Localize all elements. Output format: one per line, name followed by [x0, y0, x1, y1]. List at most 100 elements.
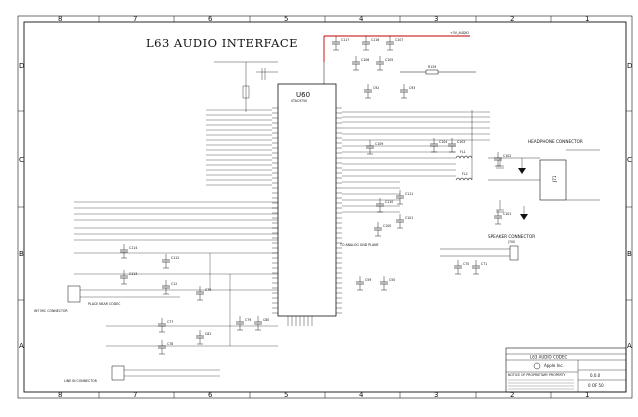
cap-bottom-c81-label: C81 — [205, 332, 211, 336]
cap-bottom-1-label: C78 — [167, 342, 173, 346]
cap-right-0-label: C104 — [439, 140, 447, 144]
cap-bottom-2-label: C79 — [245, 318, 251, 322]
cap-br-0-label: C70 — [463, 262, 469, 266]
cap-bl-1: C113 — [120, 270, 137, 285]
chip-pins-right — [336, 107, 342, 314]
inductor-fl1-label: FL1 — [460, 150, 466, 154]
col-label-bottom-6: 6 — [208, 391, 213, 399]
speaker-connector: SPEAKER CONNECTOR J700 — [440, 234, 535, 261]
cap-top-1: C116 — [362, 36, 379, 51]
headphone-connector-label: HEADPHONE CONNECTOR — [528, 139, 583, 144]
headphone-connector: HEADPHONE CONNECTOR J71 — [488, 139, 600, 220]
cap-bl-0: C114 — [120, 244, 137, 259]
cap-br-1-label: C71 — [481, 262, 487, 266]
sheet-title: L63 AUDIO INTERFACE — [146, 36, 298, 50]
codec-chip-refdes: U60 — [296, 91, 310, 99]
cap-top-4: C105 — [376, 56, 393, 71]
col-label-bottom-3: 3 — [434, 391, 438, 399]
chip-pins-left — [272, 107, 278, 314]
cap-top-0-label: C117 — [341, 38, 349, 42]
cap-mid-1-label: C110 — [385, 200, 393, 204]
cap-top-3: C106 — [352, 56, 369, 71]
apple-logo-icon — [533, 362, 541, 370]
title-block: L63 AUDIO CODEC Apple Inc. NOTICE OF PRO… — [505, 347, 627, 393]
cap-bottom-c81: C81 — [196, 330, 211, 345]
col-label-bottom-8: 8 — [58, 391, 62, 399]
cap-mid-3-label: C101 — [405, 216, 413, 220]
cap-right-3-label: C101 — [503, 212, 511, 216]
inductor-fl2-label: FL2 — [462, 172, 468, 176]
col-label-bottom-7: 7 — [133, 391, 137, 399]
row-label-right-b: B — [627, 250, 632, 258]
inductor-fl1: FL1 — [455, 150, 473, 159]
cap-top-c93-label: C93 — [409, 86, 415, 90]
cap-bottom-1: C78 — [158, 340, 173, 355]
col-label-top-3: 3 — [434, 15, 438, 23]
cap-mid-0: C109 — [366, 140, 383, 155]
cap-mid-3: C101 — [396, 214, 413, 229]
cap-top-4-label: C105 — [385, 58, 393, 62]
cap-mid-4-label: C100 — [383, 224, 391, 228]
title-block-rev: 0.0.0 — [590, 373, 601, 378]
cap-mid-4: C100 — [374, 222, 391, 237]
left-long-nets — [74, 201, 278, 347]
col-label-top-8: 8 — [58, 15, 62, 23]
col-label-bottom-1: 1 — [585, 391, 589, 399]
cap-br-0: C70 — [454, 260, 469, 275]
speaker-connector-ref: J700 — [507, 240, 515, 244]
cap-cr-0: C59 — [356, 276, 371, 291]
cap-bottom-c80: C80 — [254, 316, 269, 331]
note-analog-gnd: TO ANALOG GND PLANE — [339, 243, 379, 247]
headphone-connector-ref: J71 — [552, 175, 557, 183]
col-label-top-7: 7 — [133, 15, 137, 23]
cap-cr-1: C50 — [380, 276, 395, 291]
row-label-right-a: A — [627, 342, 632, 350]
cap-bl-2: C112 — [162, 254, 179, 269]
col-label-bottom-4: 4 — [359, 391, 364, 399]
top-left-network — [214, 61, 278, 112]
frame-inner — [23, 21, 627, 393]
power-net-label: +3V_AUDIO — [450, 31, 469, 35]
cap-bottom-c80-label: C80 — [263, 318, 269, 322]
title-block-drawing-title: L63 AUDIO CODEC — [530, 355, 567, 360]
cap-mid-2: C111 — [396, 190, 413, 205]
cap-right-1: C103 — [448, 138, 465, 153]
row-label-left-a: A — [19, 342, 24, 350]
line-in-connector: LINE IN CONNECTOR — [64, 365, 220, 383]
row-label-left-d: D — [19, 62, 24, 70]
bottom-right-capacitors: C70 C71 — [454, 260, 487, 275]
cap-bl-3: C12 — [162, 280, 177, 295]
cap-mid-2-label: C111 — [405, 192, 413, 196]
cap-top-c93: C93 — [400, 84, 415, 99]
cap-top-c92-label: C92 — [373, 86, 379, 90]
cap-top-0: C117 — [332, 36, 349, 51]
frame-outer — [17, 15, 633, 399]
cap-cr-1-label: C50 — [389, 278, 395, 282]
col-label-top-5: 5 — [284, 15, 288, 23]
chip-pins-bottom — [287, 316, 313, 326]
resistor-r129: R129 — [400, 65, 476, 75]
cap-mid-0-label: C109 — [375, 142, 383, 146]
cap-right-1-label: C103 — [457, 140, 465, 144]
cap-cr-0-label: C59 — [365, 278, 371, 282]
left-signal-bus — [206, 109, 272, 186]
col-label-top-6: 6 — [208, 15, 213, 23]
row-label-right-d: D — [627, 62, 632, 70]
cap-bl-2-label: C112 — [171, 256, 179, 260]
int-mic-connector: INT MIC CONNECTOR — [34, 285, 278, 313]
cap-right-0: C104 — [430, 138, 447, 153]
resistor-r129-label: R129 — [428, 65, 436, 69]
cap-bottom-0-label: C77 — [167, 320, 173, 324]
cap-bl-3-label: C12 — [171, 282, 177, 286]
cap-right-2-label: C102 — [503, 154, 511, 158]
row-label-left-b: B — [19, 250, 24, 258]
column-ticks — [18, 16, 632, 398]
col-label-top-4: 4 — [359, 15, 364, 23]
inductor-fl2: FL2 — [455, 172, 473, 181]
